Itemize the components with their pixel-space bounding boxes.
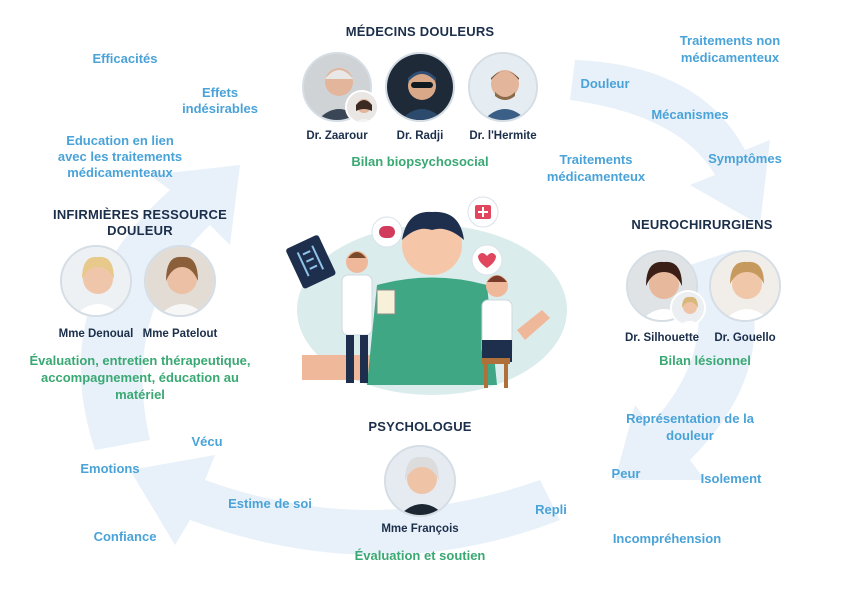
keyword-efficacites: Efficacités [92,51,158,66]
central-illustration [286,196,567,395]
avatar-mme-denoual [60,245,132,317]
avatar-mme-francois [384,445,456,517]
keyword-education-line2: avec les traitements [57,149,183,164]
name-dr-zaarour: Dr. Zaarour [306,130,368,142]
arrow-top-right [570,60,770,225]
subtitle-infirmieres-line2: accompagnement, éducation au [41,370,239,385]
avatar-dr-silhouette-small [670,290,706,326]
subtitle-infirmieres-line1: Évaluation, entretien thérapeutique, [29,353,251,368]
keyword-education-line1: Education en lien [66,133,174,148]
heading-infirmieres-line2: DOULEUR [107,223,173,238]
name-dr-lhermite: Dr. l'Hermite [469,130,537,142]
subtitle-infirmieres-line3: matériel [115,387,165,402]
avatar-dr-lhermite [468,52,538,122]
keyword-estime-de-soi: Estime de soi [228,496,312,511]
keyword-vecu: Vécu [191,434,223,449]
keyword-emotions: Emotions [80,461,140,476]
name-dr-radji: Dr. Radji [396,130,444,142]
keyword-mecanismes: Mécanismes [651,107,729,122]
avatar-dr-zaarour-small [345,90,379,124]
heading-medecins-douleurs: MÉDECINS DOULEURS [345,24,495,39]
keyword-tnm-line2: médicamenteux [680,50,780,65]
keyword-tnm-line1: Traitements non [679,33,781,48]
avatar-mme-patelout [144,245,216,317]
arrow-bottom-left [130,455,560,555]
name-dr-silhouette: Dr. Silhouette [624,332,700,344]
keyword-incomprehension: Incompréhension [612,531,722,546]
keyword-douleur: Douleur [580,76,630,91]
keyword-symptomes: Symptômes [708,151,782,166]
heading-neurochirurgiens: NEUROCHIRURGIENS [631,217,773,232]
keyword-confiance: Confiance [93,529,157,544]
keyword-peur: Peur [611,466,641,481]
name-mme-denoual: Mme Denoual [58,328,134,340]
heading-psychologue: PSYCHOLOGUE [368,419,472,434]
subtitle-bilan-lesionnel: Bilan lésionnel [659,353,751,368]
avatar-dr-gouello [709,250,781,322]
name-mme-patelout: Mme Patelout [142,328,218,340]
arrow-left-top [80,165,240,450]
keyword-effets-line1: Effets [201,85,239,100]
keyword-tm-line1: Traitements [559,152,633,167]
keyword-repli: Repli [535,502,567,517]
avatar-dr-radji [385,52,455,122]
keyword-education-line3: médicamenteaux [67,165,173,180]
heading-infirmieres-line1: INFIRMIÈRES RESSOURCE [53,207,227,222]
subtitle-bilan-biopsychosocial: Bilan biopsychosocial [351,154,489,169]
keyword-effets-line2: indésirables [182,101,258,116]
keyword-representation-line2: douleur [666,428,714,443]
subtitle-evaluation-soutien: Évaluation et soutien [354,548,486,563]
xray-icon [286,235,336,289]
keyword-isolement: Isolement [700,471,762,486]
name-dr-gouello: Dr. Gouello [714,332,776,344]
name-mme-francois: Mme François [381,523,459,535]
keyword-representation-line1: Représentation de la [626,411,754,426]
keyword-tm-line2: médicamenteux [546,169,646,184]
